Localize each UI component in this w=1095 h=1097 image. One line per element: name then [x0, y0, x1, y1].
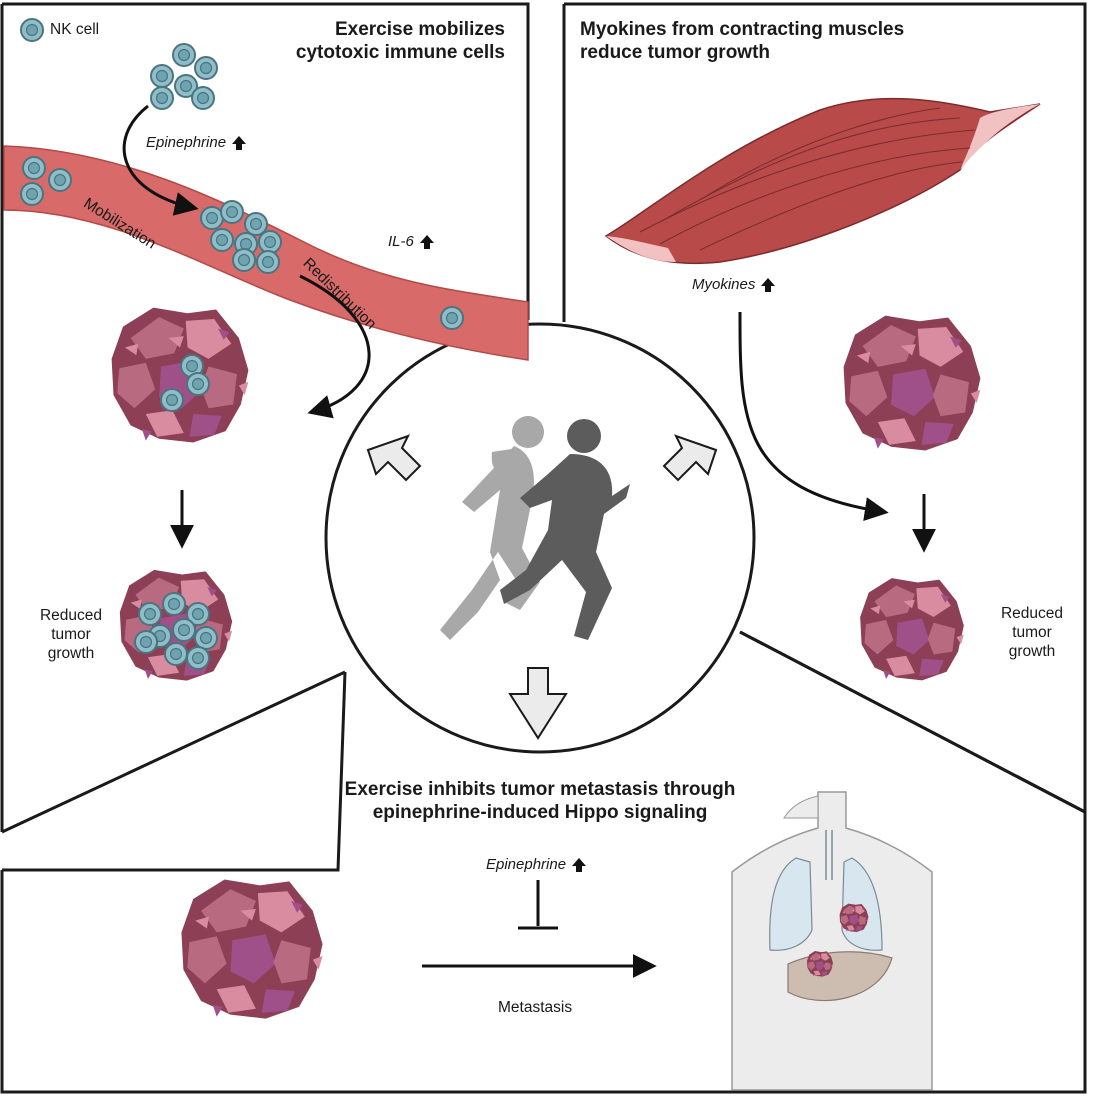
panel-title-top-right-line2: reduce tumor growth [580, 42, 771, 63]
tumor-reduced-right [860, 578, 964, 681]
il6-label: IL-6 [388, 233, 434, 250]
panel-title-top-left-line1: Exercise mobilizes [334, 19, 505, 40]
redistribution-arrow [299, 274, 371, 419]
panel-title-bottom-line1: Exercise inhibits tumor metastasis throu… [344, 779, 736, 800]
up-arrow-icon [232, 136, 247, 151]
myokines-label-text: Myokines [692, 276, 756, 293]
outline-arrow-upleft [366, 434, 422, 482]
result-label-left-line3: growth [47, 645, 95, 662]
metastatic-tumor-liver [807, 951, 833, 977]
muscle-illustration [604, 97, 1041, 265]
nk-cell-legend-label: NK cell [50, 21, 100, 38]
tumor-top-right [843, 315, 981, 451]
up-arrow-icon [761, 278, 776, 293]
result-label-right-line2: tumor [1012, 624, 1052, 641]
up-arrow-icon [572, 858, 587, 873]
panel-title-bottom: Exercise inhibits tumor metastasis throu… [240, 778, 840, 824]
epinephrine-label-bottom: Epinephrine [486, 856, 587, 873]
mobilization-arrow [122, 104, 199, 216]
panel-title-top-left: Exercise mobilizes cytotoxic immune cell… [296, 18, 505, 64]
torso-illustration [731, 791, 933, 1091]
result-label-right-line1: Reduced [1000, 605, 1064, 622]
nk-cell-legend-icon [20, 18, 44, 42]
result-label-left-line2: tumor [51, 626, 91, 643]
epinephrine-label-top-text: Epinephrine [146, 134, 227, 151]
result-label-right: Reduced tumor growth [994, 604, 1070, 661]
outline-arrow-upright [662, 434, 718, 482]
panel-title-top-right: Myokines from contracting muscles reduce… [580, 18, 904, 64]
epinephrine-label-top: Epinephrine [146, 134, 247, 151]
runners-icon [440, 416, 630, 640]
epinephrine-label-bottom-text: Epinephrine [486, 856, 567, 873]
metastatic-tumor-lung [839, 903, 869, 932]
nk-cell-cluster-top [150, 43, 218, 110]
outline-arrow-down [508, 667, 568, 740]
result-label-right-line3: growth [1008, 643, 1056, 660]
panel-title-bottom-line2: epinephrine-induced Hippo signaling [372, 802, 708, 823]
center-circle [324, 322, 756, 754]
result-label-left: Reduced tumor growth [34, 606, 108, 663]
panel-title-top-right-line1: Myokines from contracting muscles [580, 19, 905, 40]
il6-label-text: IL-6 [388, 233, 414, 250]
myokine-curve-arrow [738, 311, 889, 521]
tumor-top-left [111, 307, 249, 443]
tumor-bottom [181, 879, 323, 1019]
myokines-label: Myokines [692, 276, 776, 293]
up-arrow-icon [419, 235, 434, 250]
metastasis-label: Metastasis [498, 999, 573, 1016]
result-label-left-line1: Reduced [39, 607, 103, 624]
panel-title-top-left-line2: cytotoxic immune cells [295, 42, 505, 63]
